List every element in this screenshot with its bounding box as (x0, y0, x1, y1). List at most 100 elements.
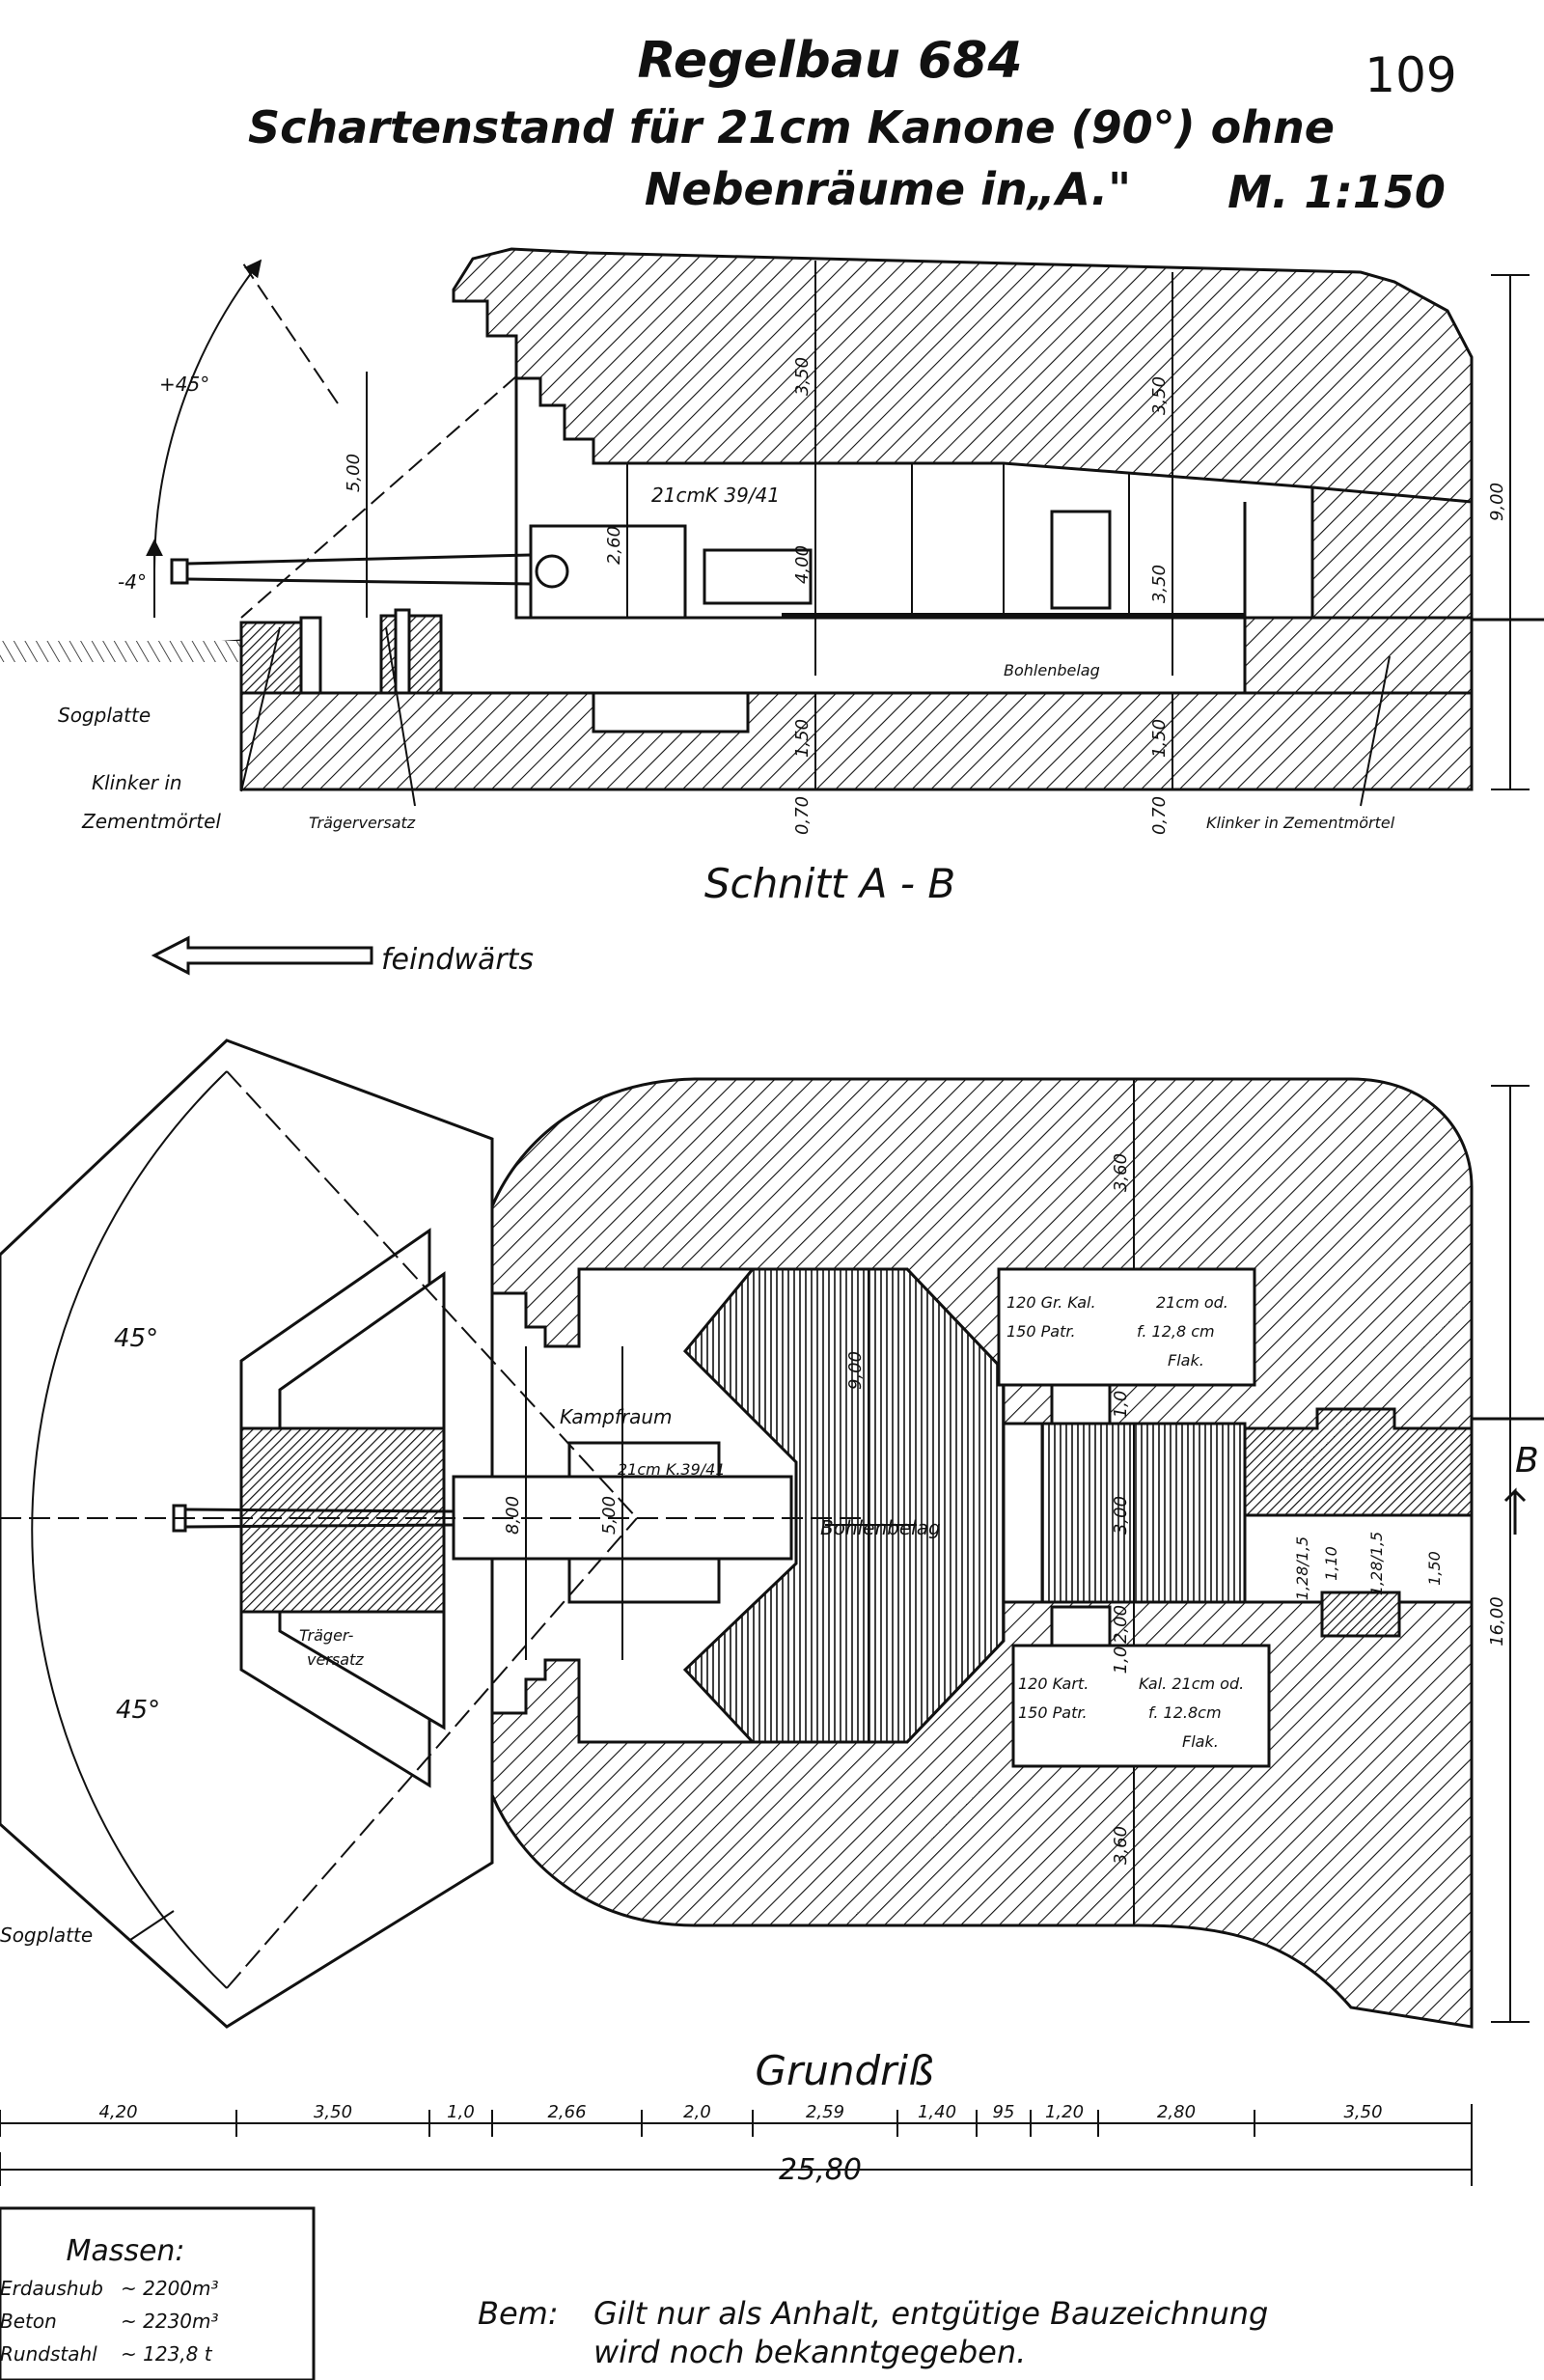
trunnion (535, 554, 569, 589)
foundation-slab (239, 691, 1474, 791)
section-caption: Schnitt A - B (704, 860, 955, 907)
label-gun-section: 21cmK 39/41 (651, 484, 780, 507)
plan-barrel-top (184, 1508, 455, 1513)
plan-plank-floor (682, 1267, 1006, 1744)
chain-dimension-label: 2,66 (547, 2102, 586, 2122)
label-store-upper-1a: 120 Gr. Kal. (1006, 1293, 1096, 1312)
dim-room-right: 3,50 (1149, 565, 1170, 603)
chain-dimension-label: 1,40 (918, 2102, 956, 2122)
leader-sogplatte-plan (129, 1910, 175, 1941)
label-klinker-right: Klinker in Zementmörtel (1206, 814, 1395, 832)
label-gun-plan: 21cm K.39/41 (618, 1460, 726, 1479)
label-store-lower-2b: f. 12.8cm (1148, 1703, 1222, 1722)
dim-roof-left: 3,50 (792, 357, 813, 396)
label-store-lower-1b: Kal. 21cm od. (1139, 1674, 1244, 1693)
dim-small-3: 1,0 (1111, 1647, 1131, 1674)
plan-klinker-band (239, 1426, 446, 1614)
label-plank-floor-section: Bohlenbelag (1004, 661, 1100, 679)
roof-slab (452, 247, 1474, 504)
section-marker-arrow-icon (1503, 1487, 1527, 1535)
plan-labels: 45° 45° Kampfraum 21cm K.39/41 Bohlenbel… (0, 1153, 1539, 2094)
header: Regelbau 684 Schartenstand für 21cm Kano… (248, 32, 1457, 218)
dim-room-height: 4,00 (792, 545, 813, 584)
dim-small-1: 1,0 (1111, 1391, 1131, 1419)
dim-door-4: 1,50 (1425, 1551, 1444, 1586)
masses-row-2-value: ~ 2230m³ (121, 2310, 219, 2333)
masses-box: Massen: Erdaushub ~ 2200m³ Beton ~ 2230m… (0, 2206, 316, 2380)
dim-floor-left: 1,50 (792, 719, 813, 758)
rear-entrance-lower (1320, 1591, 1401, 1638)
elevation-arc (153, 259, 262, 570)
steel-beam-1 (299, 616, 322, 695)
note: Bem: Gilt nur als Anhalt, entgütige Bauz… (478, 2295, 1268, 2370)
dim-passage: 3,00 (1111, 1496, 1131, 1535)
dimension-chain (0, 2104, 1473, 2186)
leader-traegerversatz (385, 626, 416, 807)
line-of-fire-down (240, 375, 517, 619)
dim-wall-top: 3,60 (1111, 1153, 1131, 1192)
dim-footing-left: 0,70 (792, 796, 813, 835)
dim-wall-bottom: 3,60 (1111, 1826, 1131, 1865)
label-klinker-left-1: Klinker in (92, 771, 182, 794)
plan-barrel-bottom (184, 1523, 455, 1529)
masses-title: Massen: (66, 2234, 184, 2268)
masses-row-1-value: ~ 2200m³ (121, 2277, 219, 2300)
page-number: 109 (1365, 47, 1456, 103)
plan-traverse-arc (31, 1070, 228, 1989)
chain-dimension-label: 4,20 (98, 2102, 137, 2122)
rear-entrance-opening (1243, 1513, 1474, 1604)
label-store-lower-1a: 120 Kart. (1018, 1674, 1089, 1693)
steel-beam-2 (394, 608, 411, 695)
label-sogplatte-section: Sogplatte (58, 704, 151, 727)
masses-row-3-value: ~ 123,8 t (121, 2342, 213, 2366)
drawing-subtitle-line2: Nebenräume in„A." (645, 163, 1131, 215)
note-line-2: wird noch bekanntgegeben. (593, 2334, 1026, 2370)
earth-hatch-left (0, 641, 241, 662)
door-opening (1050, 510, 1112, 610)
section-labels: +45° -4° 21cmK 39/41 Bohlenbelag Sogplat… (58, 357, 1507, 977)
dim-floor-right: 1,50 (1149, 719, 1170, 758)
label-section-marker: B (1515, 1441, 1539, 1481)
plan-caption: Grundriß (755, 2047, 933, 2094)
label-klinker-left-2: Zementmörtel (81, 810, 221, 833)
drawing-scale: M. 1:150 (1227, 166, 1446, 218)
gun-carriage (529, 524, 687, 620)
dim-total-depth: 16,00 (1487, 1596, 1507, 1647)
plan-fire-limit-upper (226, 1070, 638, 1519)
chain-dimension-label: 3,50 (314, 2102, 352, 2122)
masses-row-3-label: Rundstahl (0, 2342, 97, 2366)
passage-plank-floor (1040, 1422, 1247, 1604)
drawing-subtitle-line1: Schartenstand für 21cm Kanone (90°) ohne (248, 101, 1335, 153)
barrel-top (186, 553, 532, 566)
label-elevation-down: -4° (118, 570, 147, 594)
note-prefix: Bem: (478, 2295, 559, 2332)
rear-wall (1310, 485, 1474, 620)
label-traeger-2: versatz (307, 1650, 364, 1669)
dim-gun-height: 2,60 (604, 526, 624, 565)
line-of-fire-up (240, 260, 339, 404)
dim-total-height: 9,00 (1487, 483, 1507, 521)
label-angle-lower: 45° (116, 1696, 160, 1725)
dim-height-left: 5,00 (344, 454, 364, 492)
label-store-upper-1b: 21cm od. (1156, 1293, 1228, 1312)
label-store-lower-2a: 150 Patr. (1018, 1703, 1088, 1722)
chain-dimension-label: 2,59 (806, 2102, 844, 2122)
chain-dimension-label: 1,0 (447, 2102, 475, 2122)
gun-section (170, 524, 813, 620)
chain-dimension-label: 95 (993, 2102, 1015, 2122)
label-store-upper-2a: 150 Patr. (1006, 1322, 1076, 1341)
label-angle-upper: 45° (114, 1324, 158, 1353)
dim-footing-right: 0,70 (1149, 796, 1170, 835)
dim-small-2: 2,00 (1111, 1605, 1131, 1644)
plan-view (0, 1038, 1544, 2029)
chain-dimension-label: 3,50 (1343, 2102, 1382, 2122)
label-plank-floor-plan: Bohlenbelag (820, 1516, 941, 1539)
chain-dimension-label: 2,80 (1157, 2102, 1196, 2122)
klinker-rear (1243, 616, 1474, 695)
enemy-direction-arrow-icon (151, 935, 373, 976)
dim-door-2: 1,10 (1322, 1546, 1340, 1581)
label-traegerversatz-section: Trägerversatz (309, 814, 416, 832)
magazine-upper-door (1050, 1383, 1112, 1425)
